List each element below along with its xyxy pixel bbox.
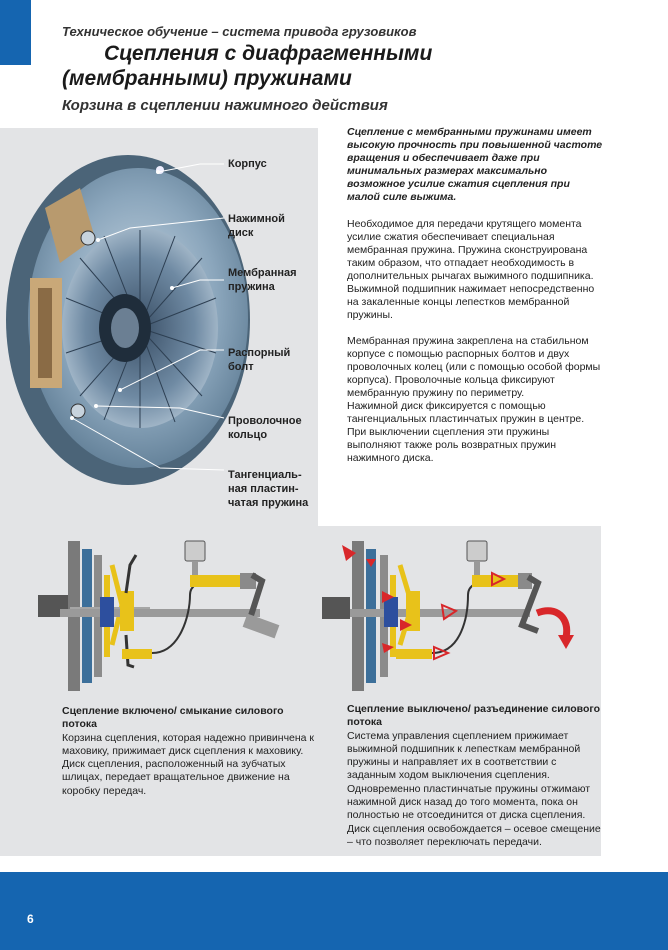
paragraph-3: Нажимной диск фиксируется с помощью танг… — [347, 400, 585, 464]
paragraph-2: Мембранная пружина закреплена на стабиль… — [347, 335, 601, 399]
clutch-engaged-diagram — [38, 540, 280, 691]
caption-engaged-body: Корзина сцепления, которая надежно приви… — [62, 731, 315, 797]
caption-disengaged-title: Сцепление выключено/ разъединение силово… — [347, 703, 601, 729]
header-subtitle: Техническое обучение – система привода г… — [62, 24, 417, 39]
callout-housing: Корпус — [228, 158, 267, 170]
lead-paragraph: Сцепление с мембранными пружинами имеет … — [347, 126, 603, 203]
corner-tab — [0, 0, 31, 65]
caption-disengaged-body: Система управления сцеплением прижимает … — [347, 729, 601, 848]
page-title: Сцепления с диафрагменными (мембранными)… — [62, 41, 622, 91]
title-line-2: (мембранными) пружинами — [62, 67, 352, 90]
description-column: Сцепление с мембранными пружинами имеет … — [347, 126, 605, 465]
clutch-cutaway-illustration — [6, 155, 250, 485]
caption-engaged-title: Сцепление включено/ смыкание силового по… — [62, 705, 284, 731]
section-title: Корзина в сцеплении нажимного действия — [62, 97, 388, 114]
paragraph-1: Необходимое для передачи крутящего момен… — [347, 218, 595, 321]
clutch-disengaged-diagram — [322, 540, 574, 691]
title-line-1: Сцепления с диафрагменными — [104, 42, 433, 65]
caption-engaged: Сцепление включено/ смыкание силового по… — [62, 705, 320, 798]
page-number: 6 — [27, 912, 34, 926]
page-header: Техническое обучение – система привода г… — [62, 24, 622, 114]
caption-disengaged: Сцепление выключено/ разъединение силово… — [347, 703, 605, 849]
callout-tangential-spring: Тангенциаль-ная пластин-чатая пружина — [228, 469, 309, 509]
page-footer — [0, 872, 668, 950]
